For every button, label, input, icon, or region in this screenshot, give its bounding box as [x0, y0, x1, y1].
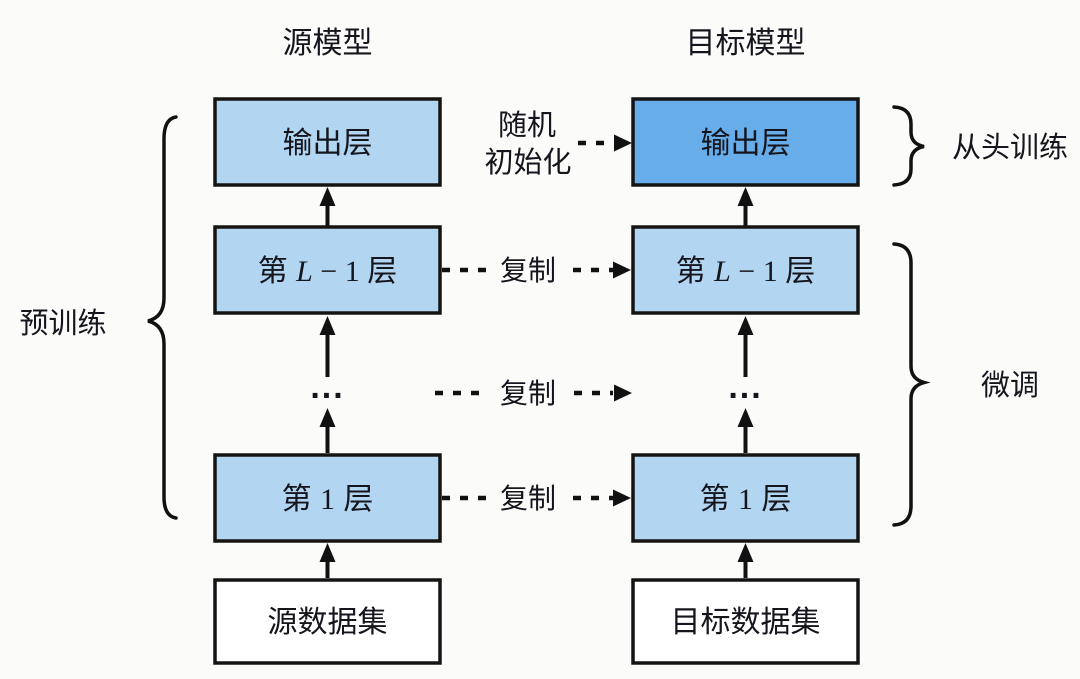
source-up-arrow-2	[319, 316, 336, 377]
source-layer-1-box	[213, 453, 442, 543]
source-output-layer-label: 输出层	[283, 127, 373, 160]
train-from-scratch-label: 从头训练	[952, 131, 1068, 164]
random-init-label-line2: 初始化	[484, 146, 571, 179]
target-layer-1-label: 第 1 层	[700, 483, 792, 516]
random-init-label-line1: 随机	[498, 109, 556, 142]
target-dataset-label: 目标数据集	[671, 606, 821, 639]
source-dataset-box	[213, 578, 442, 665]
target-up-arrow-1	[737, 187, 754, 226]
pretrain-label: 预训练	[19, 307, 106, 340]
source-model-title: 源模型	[283, 27, 373, 60]
copy-arrow-top	[442, 261, 631, 279]
copy-arrow-middle	[435, 384, 632, 402]
copy-label-top: 复制	[500, 255, 556, 286]
source-up-arrow-3	[319, 408, 336, 453]
target-output-layer-box	[631, 97, 860, 187]
copy-arrow-bottom	[442, 489, 631, 507]
target-up-arrow-2	[737, 316, 754, 377]
source-dataset-label: 源数据集	[268, 606, 388, 639]
source-layer-l-minus-1-box	[213, 225, 442, 315]
target-model-title: 目标模型	[686, 27, 806, 60]
target-dataset-box	[631, 578, 860, 665]
target-layer-1-box	[631, 453, 860, 543]
target-up-arrow-3	[737, 408, 754, 453]
source-output-layer-box	[213, 97, 442, 187]
source-up-arrow-4	[319, 543, 336, 578]
target-layer-l-minus-1-label: 第 L − 1 层	[676, 255, 815, 288]
target-layer-l-minus-1-box	[631, 225, 860, 315]
target-up-arrow-4	[737, 543, 754, 578]
target-output-layer-label: 输出层	[701, 127, 791, 160]
copy-label-middle: 复制	[500, 378, 556, 409]
finetune-brace	[892, 242, 931, 527]
finetune-label: 微调	[981, 369, 1039, 402]
pretrain-brace	[147, 115, 178, 520]
source-layer-l-minus-1-label: 第 L − 1 层	[258, 255, 397, 288]
source-up-arrow-1	[319, 187, 336, 226]
source-layer-1-label: 第 1 层	[282, 483, 374, 516]
copy-label-bottom: 复制	[500, 483, 556, 514]
train-from-scratch-brace	[892, 105, 925, 187]
random-init-dashed-arrow	[578, 134, 632, 152]
